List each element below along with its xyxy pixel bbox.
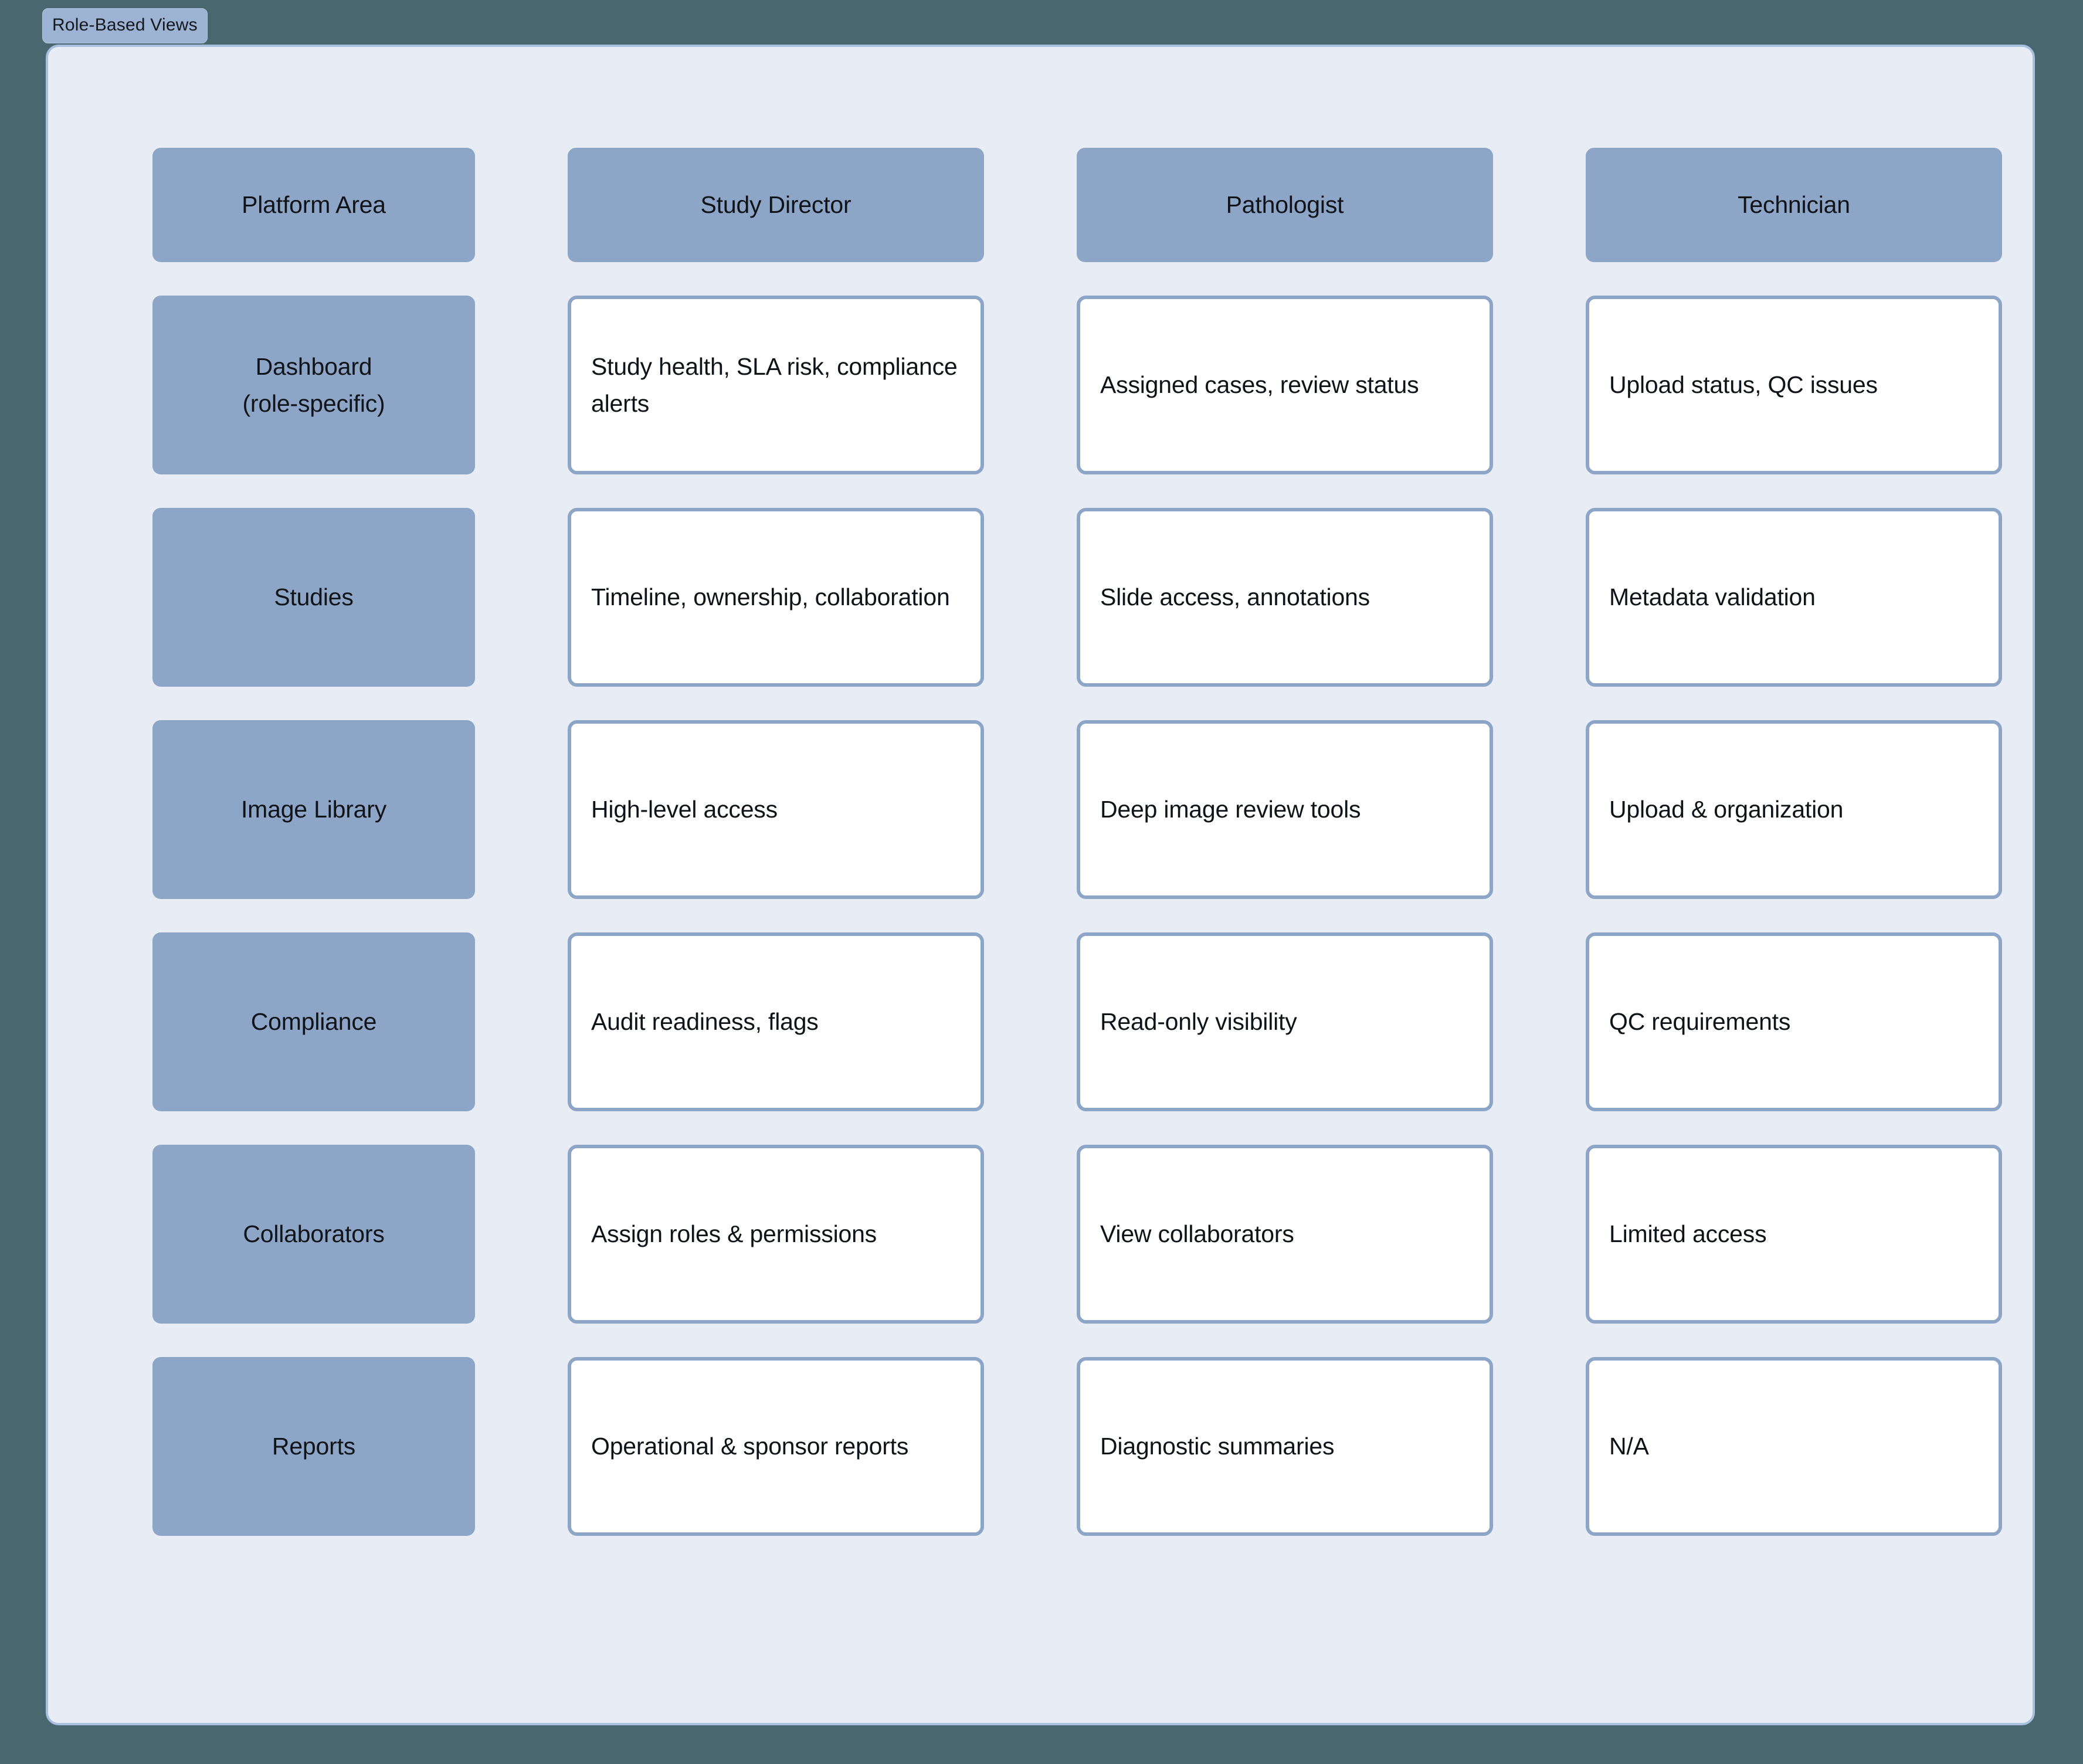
cell-reports-technician: N/A — [1586, 1357, 2002, 1536]
cell-text: Slide access, annotations — [1100, 584, 1370, 611]
cell-dashboard-study-director: Study health, SLA risk, compliance alert… — [568, 296, 984, 474]
cell-compliance-study-director: Audit readiness, flags — [568, 932, 984, 1111]
row-label-reports: Reports — [152, 1357, 475, 1536]
cell-text: Study health, SLA risk, compliance alert… — [591, 353, 958, 417]
cell-compliance-pathologist: Read-only visibility — [1077, 932, 1493, 1111]
row-label-line: Compliance — [250, 1008, 377, 1036]
row-label-line: Collaborators — [243, 1220, 385, 1248]
cell-text: Read-only visibility — [1100, 1008, 1297, 1036]
cell-studies-pathologist: Slide access, annotations — [1077, 508, 1493, 687]
row-label-line: Reports — [272, 1433, 356, 1460]
row-label-studies: Studies — [152, 508, 475, 687]
cell-text: Deep image review tools — [1100, 796, 1361, 823]
cell-reports-pathologist: Diagnostic summaries — [1077, 1357, 1493, 1536]
cell-image-library-study-director: High-level access — [568, 720, 984, 899]
cell-dashboard-technician: Upload status, QC issues — [1586, 296, 2002, 474]
cell-compliance-technician: QC requirements — [1586, 932, 2002, 1111]
cell-text: Audit readiness, flags — [591, 1008, 819, 1036]
header-cell-technician: Technician — [1586, 148, 2002, 262]
cell-text: Metadata validation — [1609, 584, 1816, 611]
row-label-line: (role-specific) — [242, 389, 385, 417]
row-label-image-library: Image Library — [152, 720, 475, 899]
cell-text: QC requirements — [1609, 1008, 1791, 1036]
header-cell-platform-area: Platform Area — [152, 148, 475, 262]
cell-text: Limited access — [1609, 1220, 1767, 1248]
cell-text: Timeline, ownership, collaboration — [591, 584, 950, 611]
cell-text: Assigned cases, review status — [1100, 371, 1419, 399]
cell-text: Upload status, QC issues — [1609, 371, 1878, 399]
row-label-line: Studies — [274, 584, 354, 611]
row-label-dashboard: Dashboard (role-specific) — [152, 296, 475, 474]
cell-text: High-level access — [591, 796, 778, 823]
header-cell-study-director: Study Director — [568, 148, 984, 262]
header-label: Pathologist — [1226, 191, 1344, 218]
role-matrix-grid: Platform Area Study Director Pathologist… — [152, 148, 2002, 1536]
diagram-title-badge: Role-Based Views — [42, 8, 208, 43]
cell-studies-technician: Metadata validation — [1586, 508, 2002, 687]
row-label-compliance: Compliance — [152, 932, 475, 1111]
role-matrix-panel: Platform Area Study Director Pathologist… — [46, 45, 2035, 1725]
cell-text: Diagnostic summaries — [1100, 1433, 1335, 1460]
cell-text: Upload & organization — [1609, 796, 1844, 823]
cell-reports-study-director: Operational & sponsor reports — [568, 1357, 984, 1536]
cell-collaborators-technician: Limited access — [1586, 1145, 2002, 1324]
header-label: Technician — [1738, 191, 1850, 218]
header-label: Study Director — [700, 191, 851, 218]
cell-text: Operational & sponsor reports — [591, 1433, 909, 1460]
cell-text: Assign roles & permissions — [591, 1220, 877, 1248]
cell-dashboard-pathologist: Assigned cases, review status — [1077, 296, 1493, 474]
cell-text: N/A — [1609, 1433, 1649, 1460]
cell-collaborators-pathologist: View collaborators — [1077, 1145, 1493, 1324]
cell-text: View collaborators — [1100, 1220, 1294, 1248]
cell-collaborators-study-director: Assign roles & permissions — [568, 1145, 984, 1324]
row-label-collaborators: Collaborators — [152, 1145, 475, 1324]
row-label-line: Dashboard — [255, 353, 372, 381]
header-label: Platform Area — [242, 191, 386, 218]
cell-image-library-pathologist: Deep image review tools — [1077, 720, 1493, 899]
cell-image-library-technician: Upload & organization — [1586, 720, 2002, 899]
cell-studies-study-director: Timeline, ownership, collaboration — [568, 508, 984, 687]
header-cell-pathologist: Pathologist — [1077, 148, 1493, 262]
row-label-line: Image Library — [240, 796, 387, 823]
